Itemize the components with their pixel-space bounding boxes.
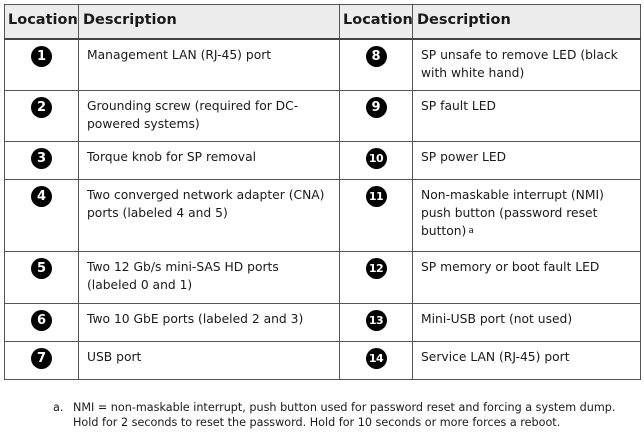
location-cell: 11 — [339, 178, 413, 252]
location-cell: 13 — [339, 302, 413, 342]
location-cell: 2 — [4, 89, 79, 142]
location-number-badge: 14 — [365, 347, 387, 369]
header-description-right: Description — [412, 4, 641, 40]
location-number-badge: 7 — [31, 347, 52, 369]
description-cell: Management LAN (RJ-45) port — [78, 38, 340, 91]
description-cell: Two 12 Gb/s mini-SAS HD ports (labeled 0… — [78, 250, 340, 304]
description-cell: SP fault LED — [412, 89, 641, 142]
description-cell: Non-maskable interrupt (NMI) push button… — [412, 178, 641, 252]
location-cell: 3 — [4, 140, 79, 180]
location-number-badge: 10 — [365, 147, 387, 169]
location-number-badge: 4 — [31, 185, 52, 207]
table-row: 3 Torque knob for SP removal 10 SP power… — [4, 140, 641, 180]
location-number-badge: 1 — [31, 46, 52, 67]
location-cell: 9 — [339, 89, 413, 142]
footnote-text: NMI = non-maskable interrupt, push butto… — [73, 401, 616, 429]
description-cell: Two converged network adapter (CNA) port… — [78, 178, 340, 252]
table-row: 2 Grounding screw (required for DC-power… — [4, 89, 641, 142]
description-cell: SP memory or boot fault LED — [412, 250, 641, 304]
footnote-reference: a — [468, 225, 474, 236]
footnote-marker: a. — [53, 401, 64, 414]
description-cell: Grounding screw (required for DC-powered… — [78, 89, 340, 142]
table-row: 4 Two converged network adapter (CNA) po… — [4, 178, 641, 252]
location-cell: 10 — [339, 140, 413, 180]
table-row: 1 Management LAN (RJ-45) port 8 SP unsaf… — [4, 38, 641, 91]
location-cell: 4 — [4, 178, 79, 252]
description-cell: Two 10 GbE ports (labeled 2 and 3) — [78, 302, 340, 342]
location-cell: 14 — [339, 340, 413, 380]
location-number-badge: 2 — [31, 96, 52, 118]
description-text: Non-maskable interrupt (NMI) push button… — [421, 187, 604, 238]
location-number-badge: 9 — [365, 96, 387, 118]
description-cell: SP unsafe to remove LED (black with whit… — [412, 38, 641, 91]
location-number-badge: 5 — [31, 257, 52, 279]
location-number-badge: 13 — [365, 309, 387, 331]
table-header-row: Location Description Location Descriptio… — [4, 4, 641, 40]
location-number-badge: 3 — [31, 147, 52, 169]
location-number-badge: 11 — [365, 185, 387, 207]
description-cell: Service LAN (RJ-45) port — [412, 340, 641, 380]
description-cell: USB port — [78, 340, 340, 380]
location-cell: 1 — [4, 38, 79, 91]
location-cell: 8 — [339, 38, 413, 91]
header-location-left: Location — [4, 4, 79, 40]
location-cell: 6 — [4, 302, 79, 342]
location-cell: 12 — [339, 250, 413, 304]
header-location-right: Location — [339, 4, 413, 40]
description-cell: Mini-USB port (not used) — [412, 302, 641, 342]
description-cell: Torque knob for SP removal — [78, 140, 340, 180]
description-cell: SP power LED — [412, 140, 641, 180]
location-number-badge: 6 — [31, 309, 52, 331]
location-description-table: Location Description Location Descriptio… — [4, 4, 641, 380]
table-row: 7 USB port 14 Service LAN (RJ-45) port — [4, 340, 641, 380]
table-row: 6 Two 10 GbE ports (labeled 2 and 3) 13 … — [4, 302, 641, 342]
table-row: 5 Two 12 Gb/s mini-SAS HD ports (labeled… — [4, 250, 641, 304]
header-description-left: Description — [78, 4, 340, 40]
location-number-badge: 12 — [365, 257, 387, 279]
location-cell: 5 — [4, 250, 79, 304]
location-cell: 7 — [4, 340, 79, 380]
hardware-table-page: Location Description Location Descriptio… — [4, 4, 641, 380]
table-footnote: a. NMI = non-maskable interrupt, push bu… — [53, 400, 638, 430]
location-number-badge: 8 — [365, 46, 387, 67]
